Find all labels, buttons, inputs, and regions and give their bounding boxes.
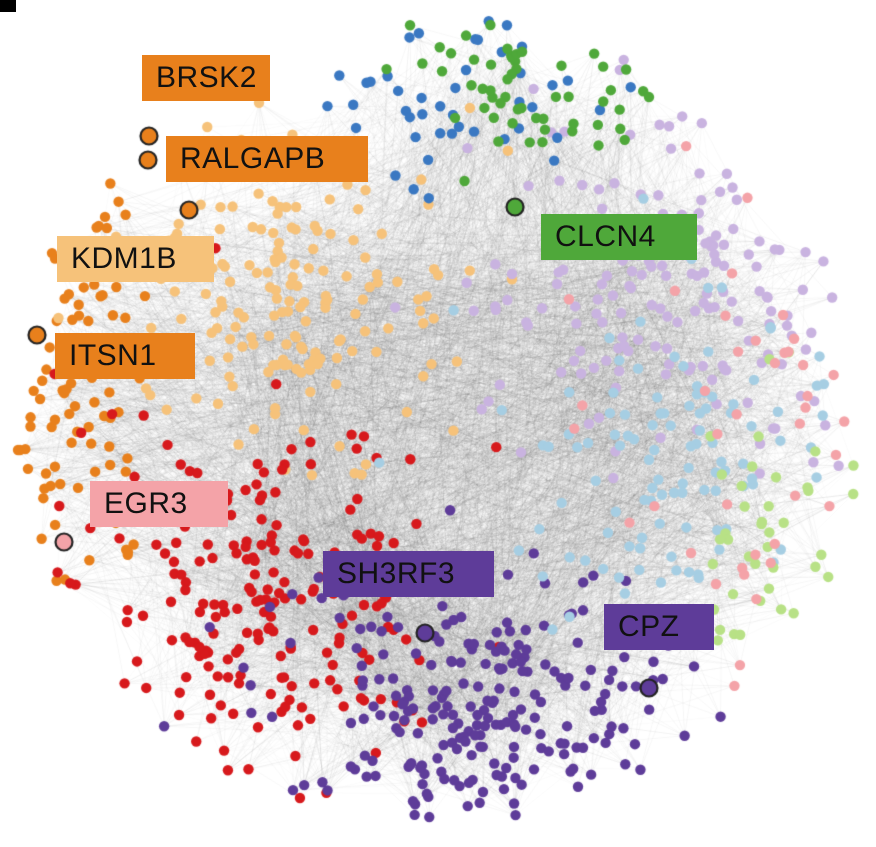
panel-corner-mark bbox=[0, 0, 16, 12]
gene-label-itsn1: ITSN1 bbox=[55, 333, 195, 379]
gene-label-kdm1b: KDM1B bbox=[57, 236, 214, 282]
gene-label-sh3rf3: SH3RF3 bbox=[323, 551, 494, 597]
gene-label-brsk2: BRSK2 bbox=[142, 55, 270, 101]
gene-label-ralgapb: RALGAPB bbox=[166, 136, 368, 182]
gene-label-cpz: CPZ bbox=[604, 604, 714, 650]
gene-label-egr3: EGR3 bbox=[90, 481, 228, 527]
gene-label-clcn4: CLCN4 bbox=[541, 214, 697, 260]
